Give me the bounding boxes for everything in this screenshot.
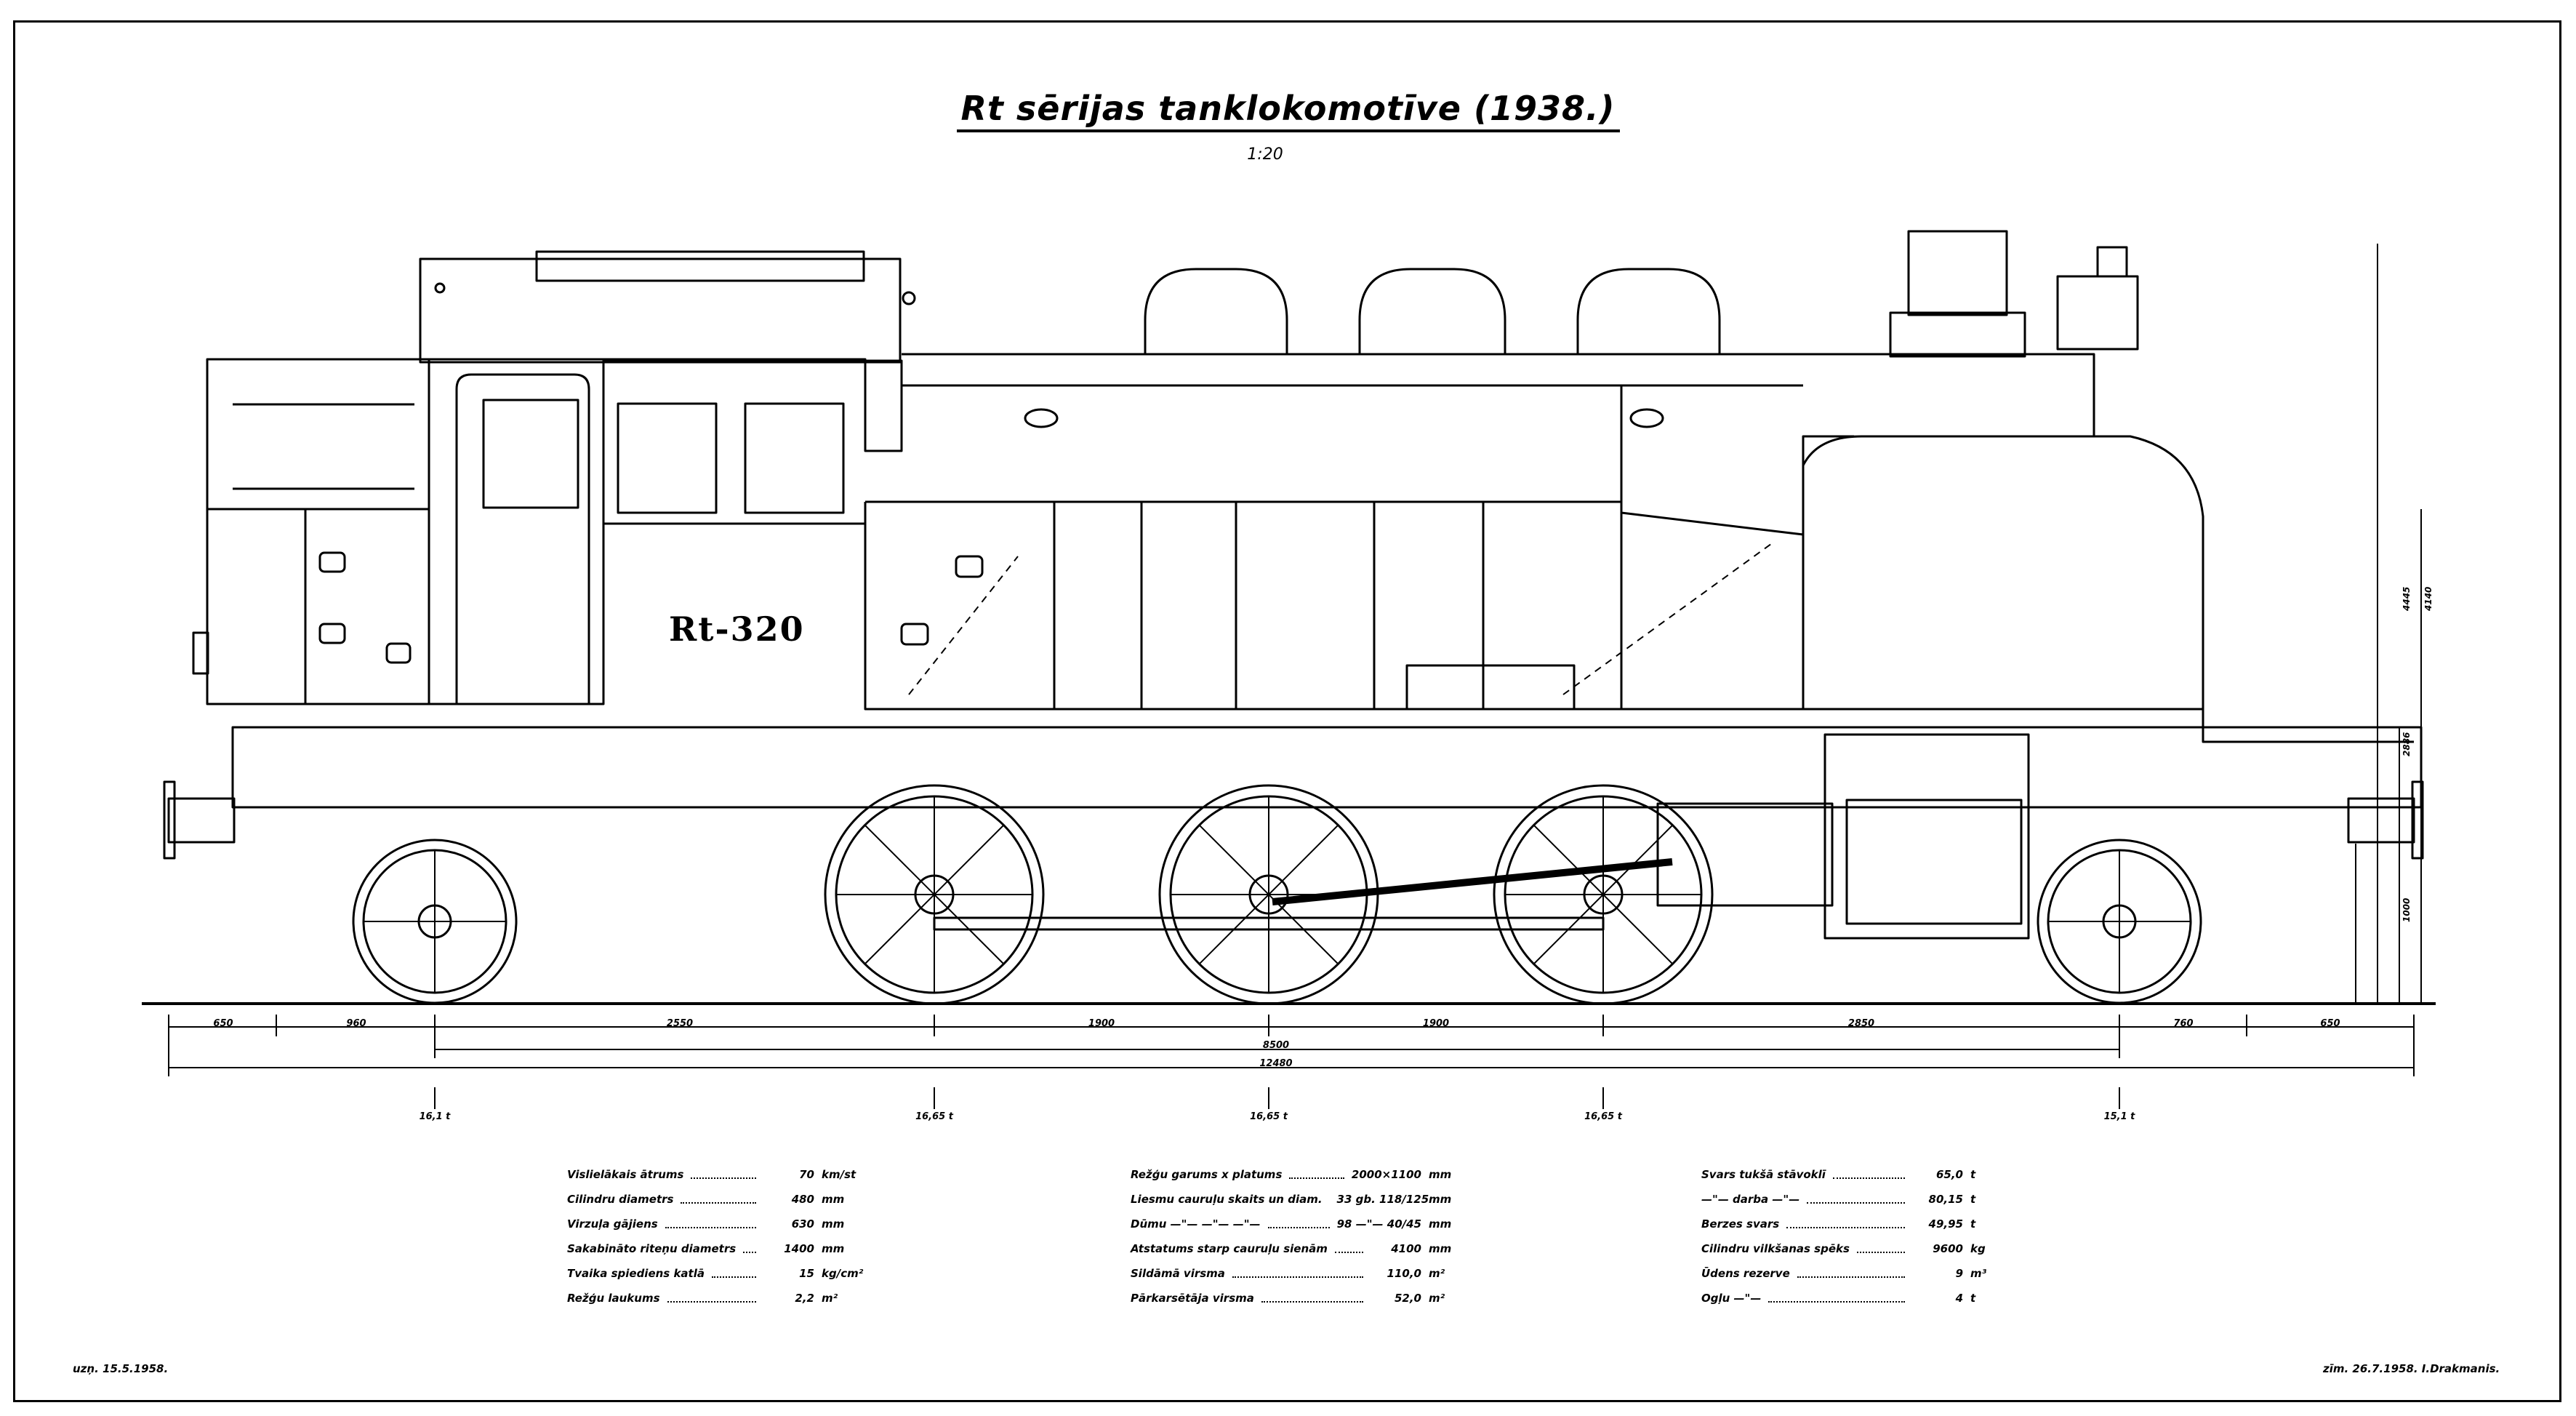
drawing-frame (13, 20, 2561, 1402)
overall-length-dimension: 12480 (1259, 1058, 1293, 1069)
footer-drawn-by: zīm. 26.7.1958. I.Drakmanis. (2323, 1362, 2500, 1375)
axle-load: 16,65 t (1584, 1111, 1622, 1122)
domes (902, 268, 1803, 356)
dimension-label: 1900 (1088, 1018, 1115, 1029)
height-dimension: 2886 (2402, 732, 2412, 756)
height-dimension: 4140 (2423, 586, 2433, 611)
locomotive-number-plate: Rt-320 (669, 609, 805, 649)
smokebox (1802, 230, 2204, 711)
spec-row: Liesmu cauruļu skaits un diam.33 gb. 118… (1131, 1193, 1452, 1206)
dimension-label: 760 (2173, 1018, 2194, 1029)
drawing-scale: 1:20 (1247, 145, 1283, 164)
dimension-lines (168, 244, 2422, 1109)
dimension-label: 650 (2320, 1018, 2340, 1029)
wheelbase-dimension: 8500 (1262, 1040, 1290, 1051)
drawing-title: Rt sērijas tanklokomotīve (1938.) (0, 89, 2576, 132)
footer-survey-date: uzņ. 15.5.1958. (73, 1362, 169, 1375)
axle-load: 16,1 t (419, 1111, 451, 1122)
coal-bunker (192, 358, 430, 705)
rods (933, 802, 1834, 931)
dimension-label: 2550 (666, 1018, 694, 1029)
dimension-label: 960 (346, 1018, 366, 1029)
side-water-tank (864, 384, 1805, 711)
dimension-label: 2850 (1847, 1018, 1875, 1029)
axle-load: 15,1 t (2103, 1111, 2135, 1122)
height-dimension: 1000 (2402, 897, 2412, 922)
axle-load: 16,65 t (1250, 1111, 1288, 1122)
frame (231, 709, 2423, 940)
cab (385, 250, 916, 705)
wheels (352, 784, 2202, 1005)
dimension-label: 650 (213, 1018, 233, 1029)
dimension-label: 1900 (1422, 1018, 1450, 1029)
height-dimension: 4445 (2402, 586, 2412, 611)
buffers (163, 780, 2424, 860)
axle-load: 16,65 t (915, 1111, 953, 1122)
